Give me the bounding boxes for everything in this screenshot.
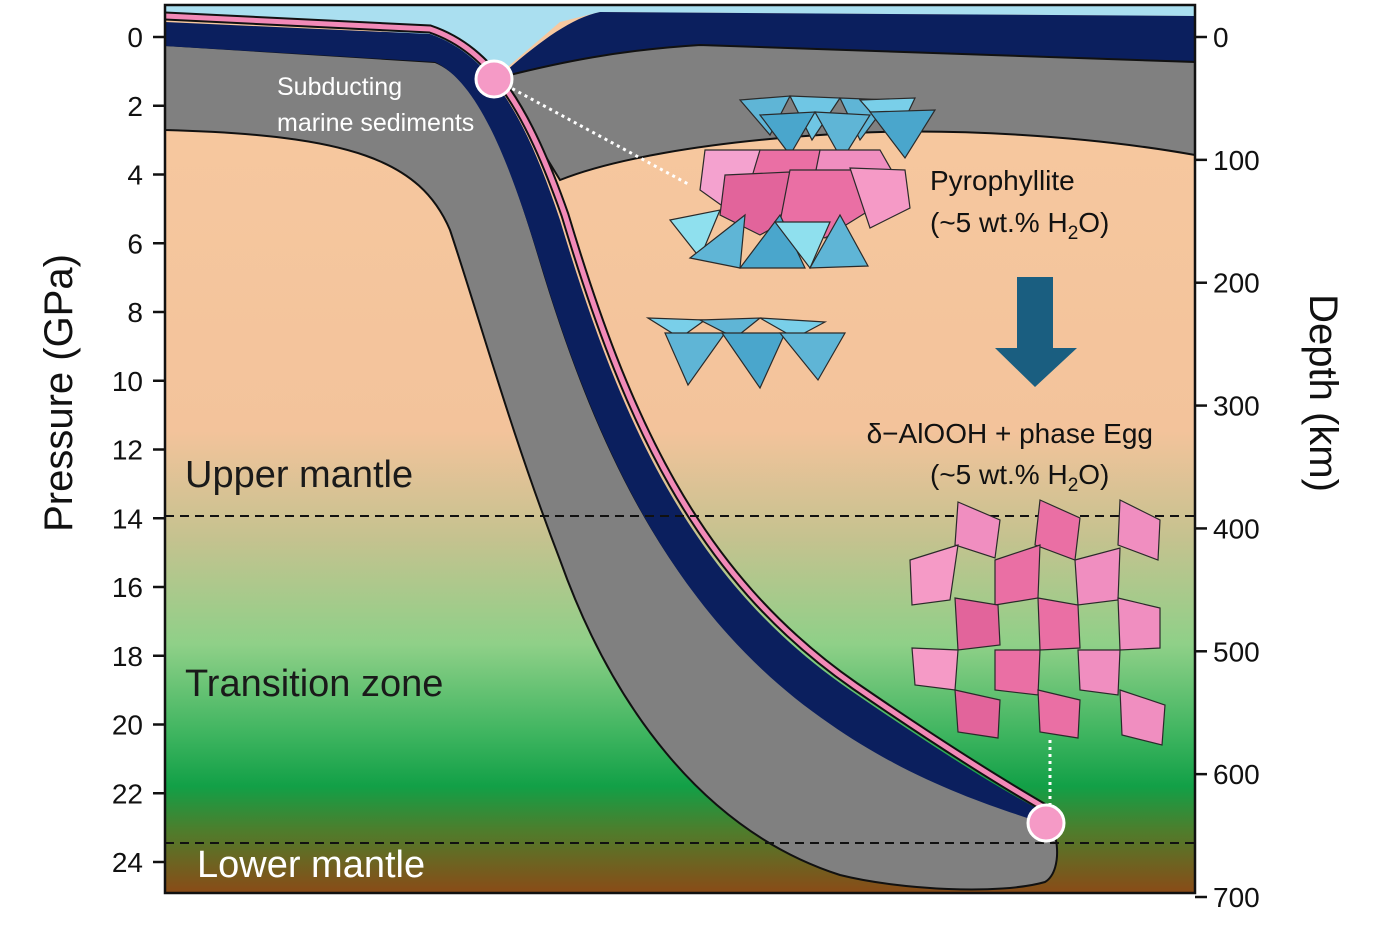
- upper-mantle-label: Upper mantle: [185, 454, 413, 496]
- pressure-tick-label: 22: [112, 778, 143, 809]
- sediments-label-line2: marine sediments: [277, 109, 474, 137]
- pressure-tick-label: 8: [127, 297, 143, 328]
- depth-tick-label: 0: [1213, 22, 1229, 53]
- pressure-tick-label: 24: [112, 847, 143, 878]
- depth-tick-label: 600: [1213, 759, 1260, 790]
- depth-tick-label: 400: [1213, 513, 1260, 544]
- transition-zone-label: Transition zone: [185, 663, 443, 705]
- depth-tick-label: 700: [1213, 882, 1260, 913]
- pressure-axis-title: Pressure (GPa): [37, 254, 81, 532]
- sediment-layer-fill: [164, 13, 1054, 815]
- transformation-arrow-icon: [995, 277, 1077, 387]
- pressure-tick-label: 10: [112, 366, 143, 397]
- pressure-tick-label: 2: [127, 91, 143, 122]
- depth-axis-title: Depth (km): [1301, 294, 1345, 492]
- tetrahedral-sheet-icon: [645, 317, 847, 390]
- depth-tick-label: 100: [1213, 145, 1260, 176]
- depth-axis: 0 100 200 300 400 500 600 700: [1195, 22, 1260, 913]
- overriding-crust: [498, 12, 1195, 78]
- ocean-water: [165, 5, 1195, 78]
- pressure-tick-label: 4: [127, 160, 143, 191]
- delta-alooh-water-label: (~5 wt.% H2O): [930, 459, 1109, 496]
- oceanic-crust: [165, 22, 1050, 822]
- pressure-tick-label: 12: [112, 435, 143, 466]
- pressure-tick-label: 20: [112, 710, 143, 741]
- sediment-marker-deep: [1026, 803, 1066, 843]
- lower-mantle-label: Lower mantle: [197, 844, 425, 886]
- pyrophyllite-label: Pyrophyllite: [930, 165, 1075, 196]
- pyrophyllite-water-label: (~5 wt.% H2O): [930, 207, 1109, 244]
- depth-tick-label: 500: [1213, 636, 1260, 667]
- sediments-label-line1: Subducting: [277, 73, 402, 101]
- connector-top: [499, 80, 691, 187]
- pyrophyllite-structure-icon: [668, 95, 937, 270]
- pressure-tick-label: 6: [127, 228, 143, 259]
- delta-alooh-structure-icon: [909, 499, 1166, 746]
- pressure-tick-label: 0: [127, 22, 143, 53]
- pressure-tick-label: 16: [112, 572, 143, 603]
- sediment-marker-shallow: [474, 59, 514, 99]
- pressure-tick-label: 18: [112, 641, 143, 672]
- pressure-tick-label: 14: [112, 503, 143, 534]
- delta-alooh-label: δ−AlOOH + phase Egg: [867, 418, 1153, 449]
- depth-tick-label: 300: [1213, 391, 1260, 422]
- depth-tick-label: 200: [1213, 268, 1260, 299]
